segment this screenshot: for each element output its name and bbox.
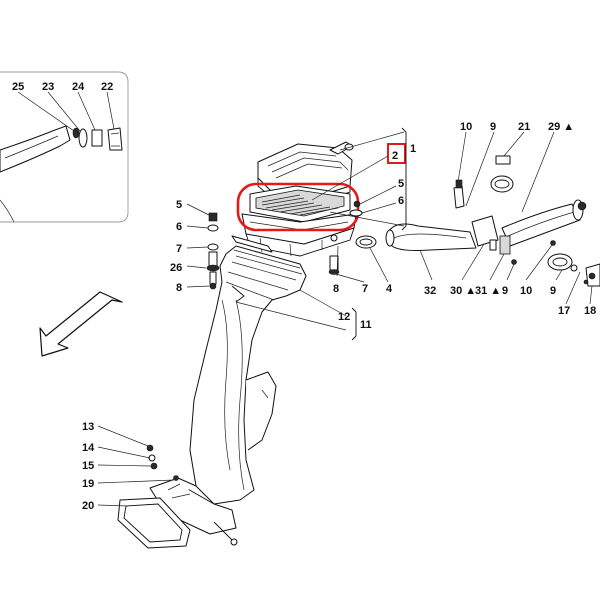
callout-17: 17: [558, 305, 570, 317]
left-fasteners: [206, 212, 220, 290]
callout-30: 30 ▲: [450, 285, 476, 297]
callout-12: 12: [338, 311, 350, 323]
callout-10-mid: 10: [520, 285, 532, 297]
callout-8-left: 8: [176, 282, 182, 294]
inset-part-25: [72, 127, 80, 139]
callout-labels: 1 2 5 6 5 6 7 26 8 8 7 4 12 11 13 14 15 …: [82, 121, 596, 512]
inset-part-23: [78, 128, 88, 148]
callout-13: 13: [82, 421, 94, 433]
callout-9-top: 9: [490, 121, 496, 133]
sensor-10: [453, 185, 465, 209]
right-fasteners: [328, 200, 377, 275]
inset-label-22: 22: [101, 81, 113, 93]
inset-part-24: [91, 129, 103, 147]
callout-31: 31 ▲: [475, 285, 501, 297]
callout-6-left: 6: [176, 221, 182, 233]
callout-7-left: 7: [176, 243, 182, 255]
callout-8-right: 8: [333, 283, 339, 295]
hose-29: [501, 203, 581, 247]
callout-6-right: 6: [398, 195, 404, 207]
callout-11: 11: [360, 319, 372, 331]
callout-10-top: 10: [460, 121, 472, 133]
part-31: [499, 235, 511, 255]
inset-hose: [0, 125, 71, 173]
callout-14: 14: [82, 442, 95, 454]
callout-7-right: 7: [362, 283, 368, 295]
callout-5-left: 5: [176, 199, 182, 211]
direction-arrow-icon: [39, 291, 123, 357]
inset-part-22: [107, 127, 123, 151]
intake-hose-32: [385, 223, 477, 251]
inset-label-23: 23: [42, 81, 54, 93]
callout-29: 29 ▲: [548, 121, 574, 133]
callout-1: 1: [410, 143, 416, 155]
callout-19: 19: [82, 478, 94, 490]
callout-21: 21: [518, 121, 530, 133]
callout-5-right: 5: [398, 178, 404, 190]
nut-15: [150, 462, 158, 470]
sleeve-30: [471, 215, 499, 247]
air-filter: [249, 185, 351, 223]
callout-2: 2: [392, 150, 398, 162]
highlight-label-box: [387, 143, 406, 164]
intake-duct: [149, 245, 307, 535]
callout-18: 18: [584, 305, 596, 317]
callout-32: 32: [424, 285, 436, 297]
clamp-9: [547, 253, 573, 271]
callout-26: 26: [170, 262, 182, 274]
clamp-21: [490, 175, 514, 193]
callout-20: 20: [82, 500, 94, 512]
inset-detail: 25 23 24 22: [0, 71, 129, 223]
callout-9-mid: 9: [502, 285, 508, 297]
inset-label-25: 25: [12, 81, 24, 93]
intake-grille: [117, 497, 191, 549]
inset-label-24: 24: [72, 81, 85, 93]
callout-9-right: 9: [550, 285, 556, 297]
screw-13: [146, 444, 154, 452]
leader-lines: [97, 127, 593, 507]
callout-4: 4: [386, 283, 393, 295]
drain-tube: [213, 521, 233, 541]
callout-15: 15: [82, 460, 94, 472]
